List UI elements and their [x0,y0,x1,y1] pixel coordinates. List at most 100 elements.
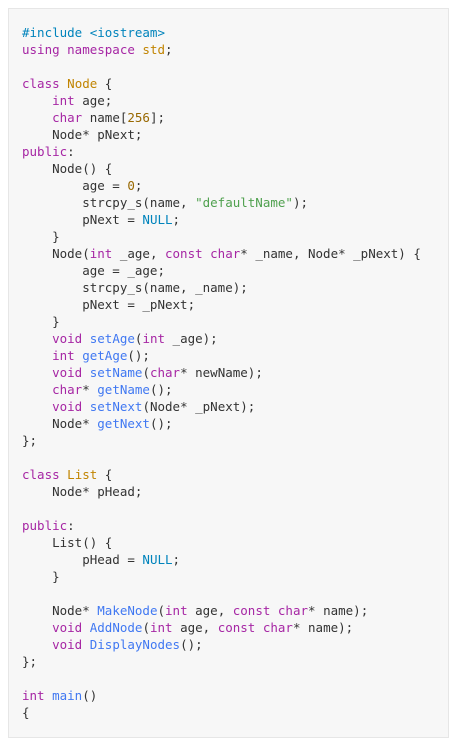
code-line: int getAge(); [22,347,448,364]
code-token: char [52,110,83,125]
code-token: age, [187,603,233,618]
code-token: "defaultName" [195,195,293,210]
code-token: } [22,229,60,244]
code-token: getNext [97,416,150,431]
code-token: _age, [112,246,165,261]
code-token: (); [127,348,150,363]
code-line: }; [22,432,448,449]
code-token [22,110,52,125]
code-line: Node(int _age, const char* _name, Node* … [22,245,448,262]
code-token: ); [292,195,308,210]
code-token: { [97,467,113,482]
code-line: }; [22,653,448,670]
code-token: () [82,688,98,703]
code-token: (); [180,637,203,652]
code-token: public [22,518,68,533]
code-token: age; [74,93,113,108]
code-content[interactable]: #include <iostream>using namespace std; … [9,9,448,721]
code-token: age = [22,178,128,193]
code-token: Node* [22,416,98,431]
code-token: #include <iostream> [22,25,165,40]
code-line: using namespace std; [22,41,448,58]
code-line: public: [22,517,448,534]
code-token: NULL [142,212,173,227]
code-token: setAge [89,331,135,346]
code-token: char [149,365,181,380]
code-token: } [22,569,60,584]
code-token: DisplayNodes [89,637,181,652]
code-token: setName [89,365,143,380]
code-token [22,620,52,635]
code-line: strcpy_s(name, _name); [22,279,448,296]
code-line: public: [22,143,448,160]
code-line [22,585,448,602]
code-line: } [22,313,448,330]
code-token: class [22,467,60,482]
code-line: void setName(char* newName); [22,364,448,381]
code-line [22,58,448,75]
code-token: * name); [308,603,369,618]
code-line: char name[256]; [22,109,448,126]
code-token: void [52,331,83,346]
code-line: } [22,228,448,245]
code-token: int [89,246,113,261]
code-line: void DisplayNodes(); [22,636,448,653]
code-token: void [52,620,83,635]
code-token [22,365,52,380]
code-token: _age); [165,331,218,346]
code-token [82,637,90,652]
code-token: age, [172,620,218,635]
code-token: getAge [82,348,128,363]
code-token [22,348,52,363]
code-line: age = 0; [22,177,448,194]
code-line: Node() { [22,160,448,177]
code-line: void setNext(Node* _pNext); [22,398,448,415]
code-line: Node* pHead; [22,483,448,500]
code-token: ( [157,603,166,618]
code-token: Node() { [22,161,113,176]
code-line: pHead = NULL; [22,551,448,568]
code-token: 0 [127,178,135,193]
code-token: Node( [22,246,90,261]
code-token: Node* pHead; [22,484,143,499]
code-token: AddNode [89,620,143,635]
code-line: Node* pNext; [22,126,448,143]
code-line: void setAge(int _age); [22,330,448,347]
code-token: const char [165,246,241,261]
code-token: setNext [89,399,143,414]
code-token: pHead = [22,552,143,567]
code-line: class Node { [22,75,448,92]
code-token: ; [134,178,143,193]
code-token: main [52,688,83,703]
code-line: pNext = _pNext; [22,296,448,313]
code-token: std [142,42,165,57]
code-token: pNext = [22,212,143,227]
code-token: ; [165,42,173,57]
code-token: void [52,399,83,414]
code-token: * _name, Node* _pNext) { [240,246,421,261]
code-token: : [67,518,75,533]
code-line: age = _age; [22,262,448,279]
code-token: void [52,365,83,380]
code-line: strcpy_s(name, "defaultName"); [22,194,448,211]
code-token: ( [142,620,150,635]
code-block[interactable]: #include <iostream>using namespace std; … [8,8,449,738]
code-token: } [22,314,60,329]
code-token: Node* pNext; [22,127,143,142]
code-token: ]; [149,110,166,125]
code-token [82,620,90,635]
code-line: int main() [22,687,448,704]
code-token: int [22,688,45,703]
code-token: int [142,331,166,346]
code-token: char [52,382,83,397]
code-token: }; [22,654,38,669]
code-token: * [82,382,98,397]
code-token: const char [217,620,293,635]
code-token: ( [134,331,143,346]
code-token [22,331,52,346]
code-line: List() { [22,534,448,551]
code-token [82,365,90,380]
code-line: #include <iostream> [22,24,448,41]
code-token: strcpy_s(name, [22,195,196,210]
code-token [82,399,90,414]
